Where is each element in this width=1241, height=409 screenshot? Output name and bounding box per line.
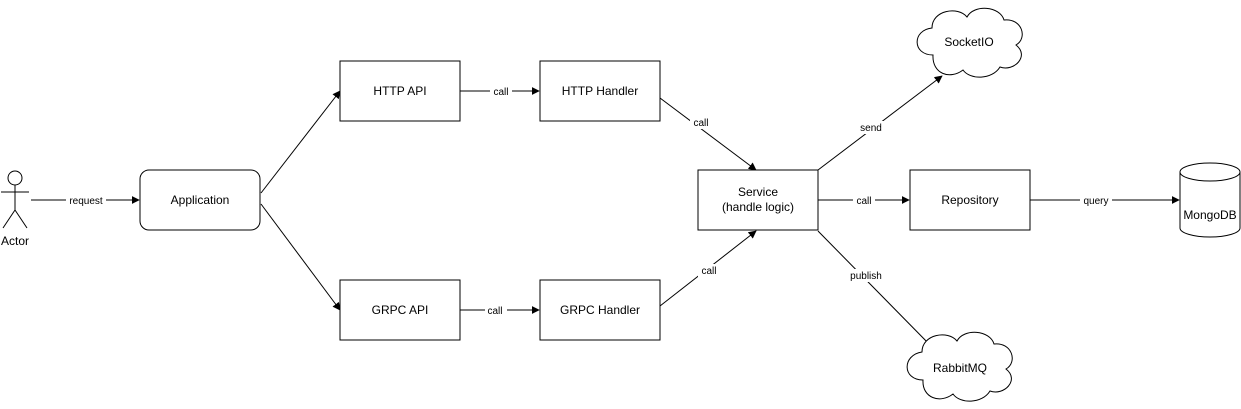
actor-icon: [1, 170, 29, 229]
repository-node: [909, 169, 1031, 231]
edge-label-call-grpc: call: [487, 306, 502, 317]
http-api-node: [339, 60, 461, 122]
http-handler-label: HTTP Handler: [562, 84, 638, 98]
application-label: Application: [171, 193, 230, 207]
grpc-handler-node: [539, 279, 661, 341]
grpc-api-node: [339, 279, 461, 341]
rabbitmq-label: RabbitMQ: [933, 361, 987, 375]
edge-application-http-api: [260, 90, 341, 194]
service-node: [697, 169, 819, 231]
edge-label-call-http-handler: call: [693, 118, 708, 129]
edge-label-call-http: call: [493, 87, 508, 98]
actor-label: Actor: [1, 234, 29, 248]
edge-label-request: request: [69, 196, 103, 207]
socketio-label: SocketIO: [944, 35, 993, 49]
service-sublabel: (handle logic): [722, 200, 794, 214]
edge-label-call-grpc-handler: call: [701, 266, 716, 277]
application-node: [139, 169, 261, 231]
edge-label-call-repository: call: [856, 196, 871, 207]
edge-http-handler-service: [659, 97, 757, 171]
mongodb-label: MongoDB: [1183, 208, 1236, 222]
edge-label-query: query: [1083, 196, 1108, 207]
grpc-handler-label: GRPC Handler: [560, 303, 640, 317]
socketio-cloud-icon: [916, 7, 1023, 78]
http-api-label: HTTP API: [373, 84, 426, 98]
rabbitmq-cloud-icon: [906, 331, 1013, 402]
edge-label-publish: publish: [850, 271, 882, 282]
service-label: Service: [738, 185, 778, 199]
database-icon: [1179, 162, 1241, 238]
edge-label-send: send: [860, 123, 882, 134]
edge-service-rabbitmq: [817, 230, 933, 348]
http-handler-node: [539, 60, 661, 122]
grpc-api-label: GRPC API: [372, 303, 429, 317]
repository-label: Repository: [941, 193, 998, 207]
edge-application-grpc-api: [260, 203, 341, 311]
